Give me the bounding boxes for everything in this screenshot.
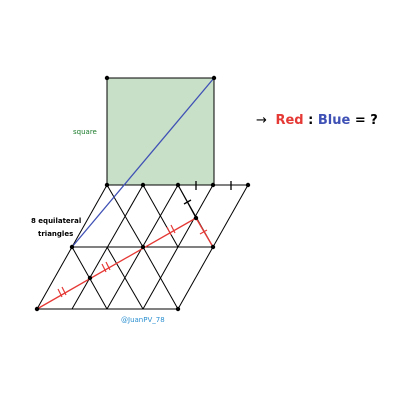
vertex-points	[34, 75, 251, 312]
credit-label: @JuanPV_78	[121, 316, 165, 324]
red-word: Red	[275, 113, 304, 128]
red-tick-marks	[57, 224, 208, 298]
grid-anti-5	[106, 246, 144, 310]
blue-segment	[71, 77, 215, 248]
black-tick-marks	[183, 181, 232, 205]
question-mark: ?	[370, 113, 378, 128]
grid-anti-1	[106, 184, 144, 248]
triangles-label-line2: triangles	[38, 230, 73, 238]
ratio-question: → Red : Blue = ?	[256, 113, 378, 128]
equals-sign: =	[354, 113, 366, 128]
square-label: square	[73, 128, 97, 136]
red-short-segment	[195, 217, 214, 248]
grid-anti-2	[142, 184, 179, 248]
arrow-icon: →	[256, 113, 267, 128]
triangles-label-line1: 8 equilateral	[31, 217, 81, 225]
grid-anti-6	[142, 246, 179, 310]
perpendicular-segment	[177, 184, 197, 219]
green-square	[106, 77, 215, 186]
blue-word: Blue	[317, 113, 351, 128]
ratio-colon: :	[308, 113, 314, 128]
